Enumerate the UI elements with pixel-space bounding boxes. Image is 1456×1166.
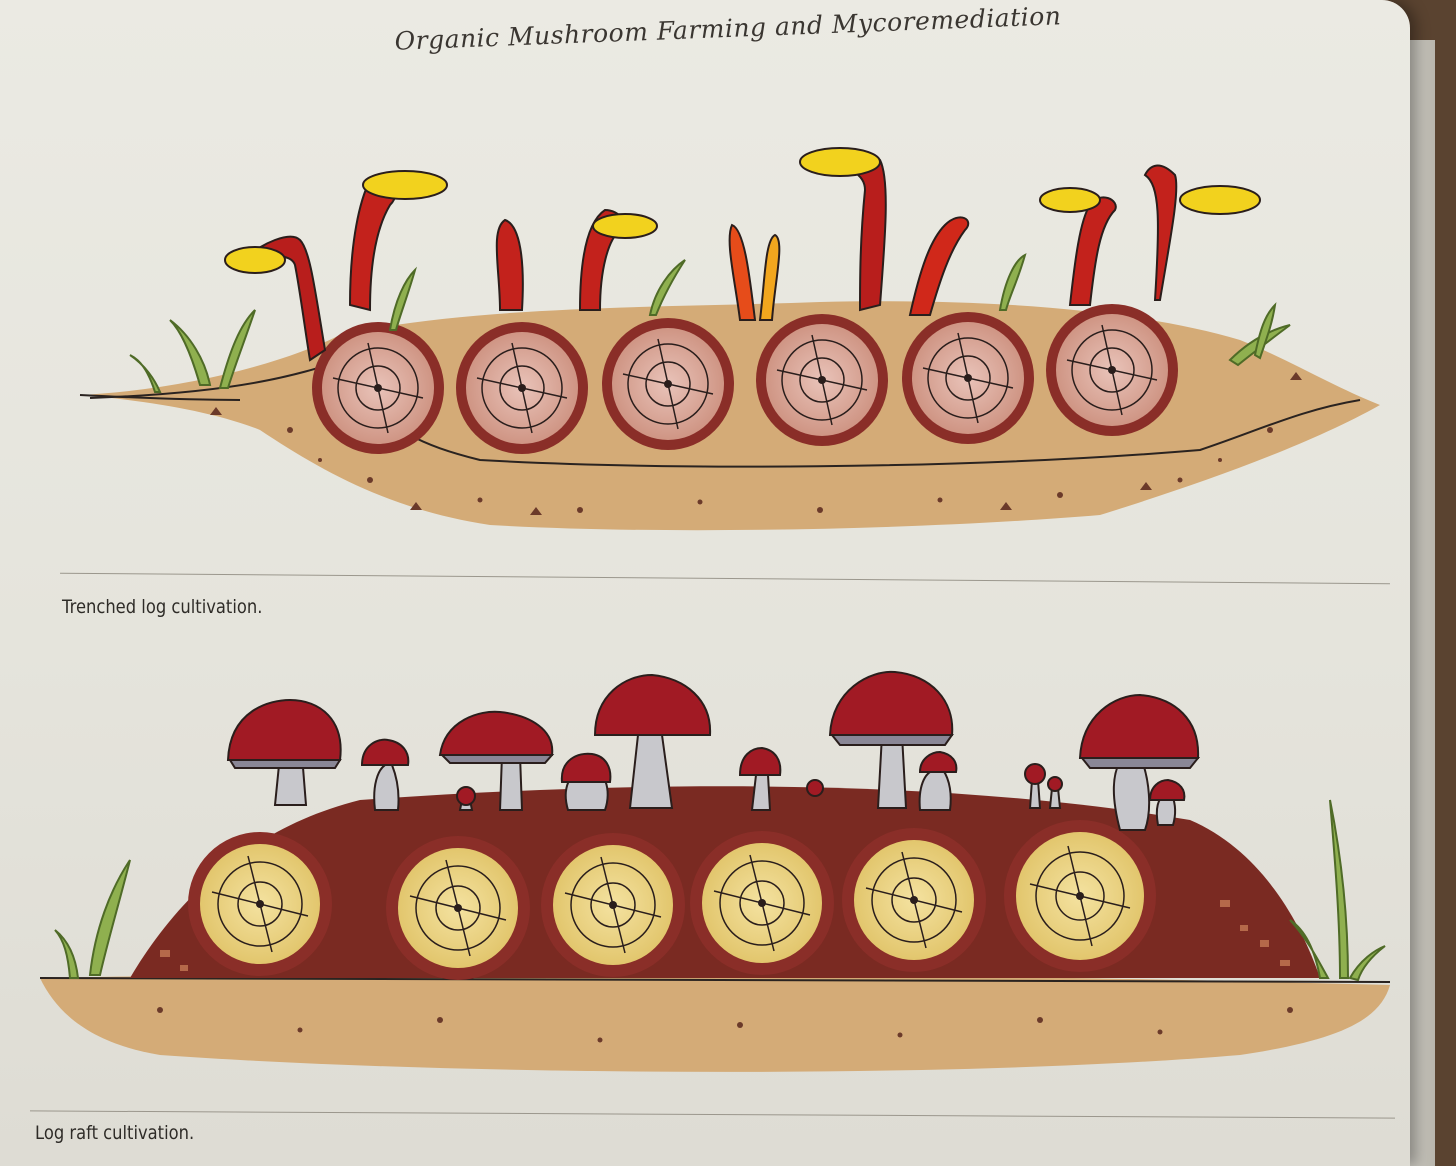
- trenched-log-illustration: [60, 130, 1400, 560]
- figure-2-caption: Log raft cultivation.: [35, 1122, 195, 1144]
- figure-1-caption: Trenched log cultivation.: [62, 596, 263, 618]
- log-raft-illustration: [40, 660, 1400, 1100]
